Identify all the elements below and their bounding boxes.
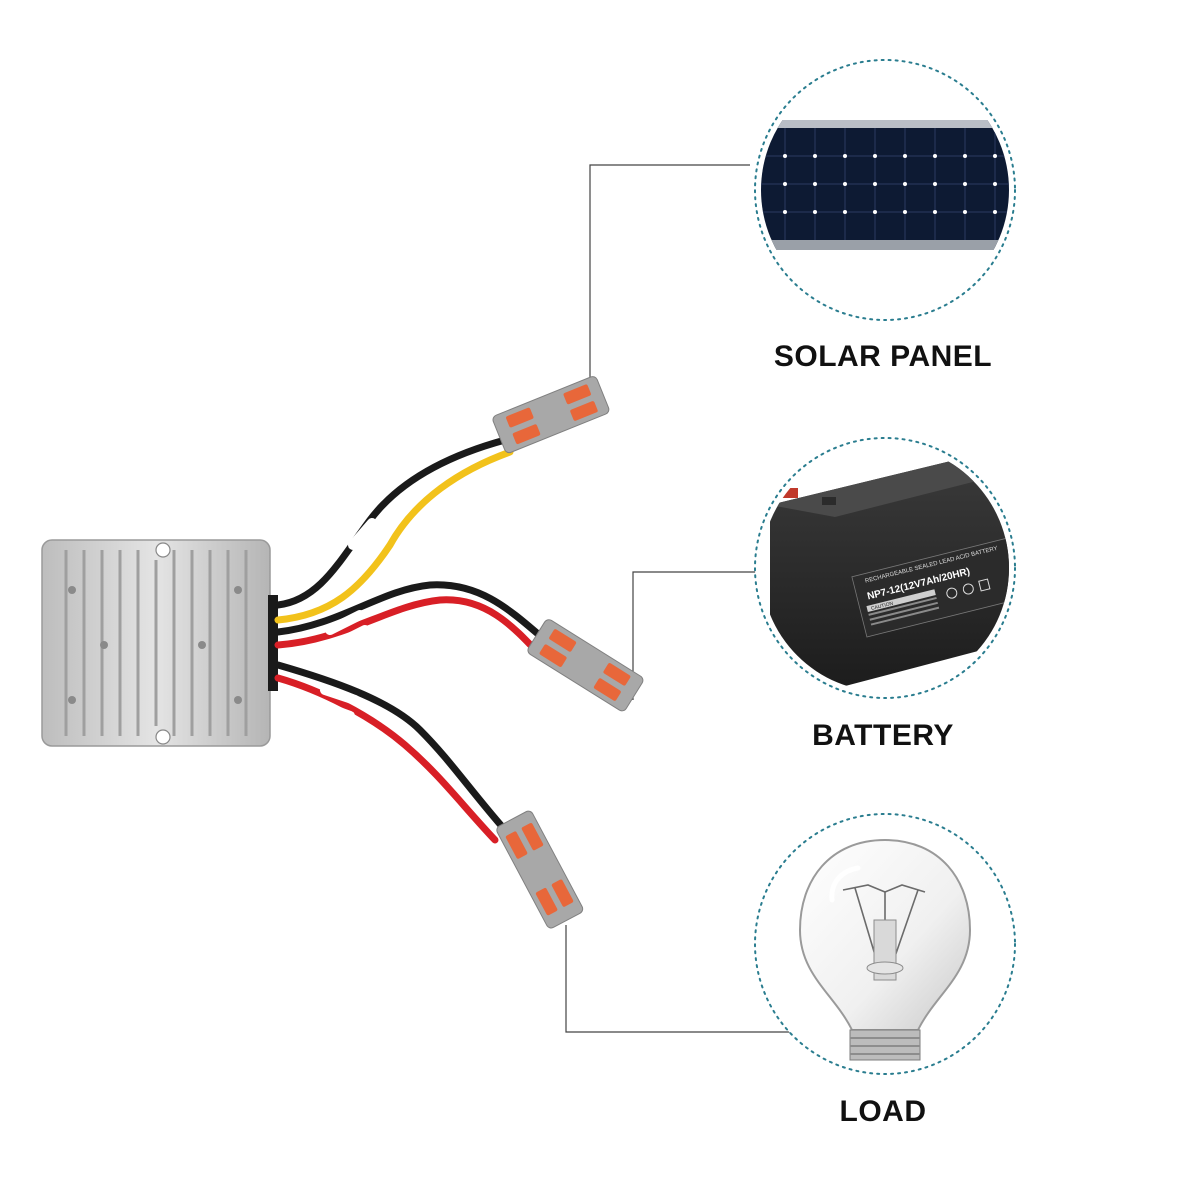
solar-panel-icon xyxy=(754,59,1016,321)
charge-controller-icon xyxy=(41,539,278,747)
load-label: LOAD xyxy=(839,1095,927,1128)
light-bulb-icon xyxy=(754,813,1016,1075)
leader-line-solar xyxy=(589,164,750,395)
solar-panel-label: SOLAR PANEL xyxy=(773,340,993,373)
battery-caution-text: CAUTION xyxy=(871,601,895,612)
solar-wires xyxy=(274,436,514,624)
solar-connector xyxy=(492,376,610,454)
battery-connector xyxy=(527,619,644,712)
load-wires xyxy=(274,661,509,844)
battery-label: BATTERY xyxy=(812,719,954,752)
leader-line-battery xyxy=(632,571,760,700)
battery-wires xyxy=(274,581,549,659)
battery-icon: RECHARGEABLE SEALED LEAD ACID BATTERY NP… xyxy=(754,437,1016,699)
load-connector xyxy=(496,810,584,929)
leader-line-load xyxy=(565,925,826,1033)
